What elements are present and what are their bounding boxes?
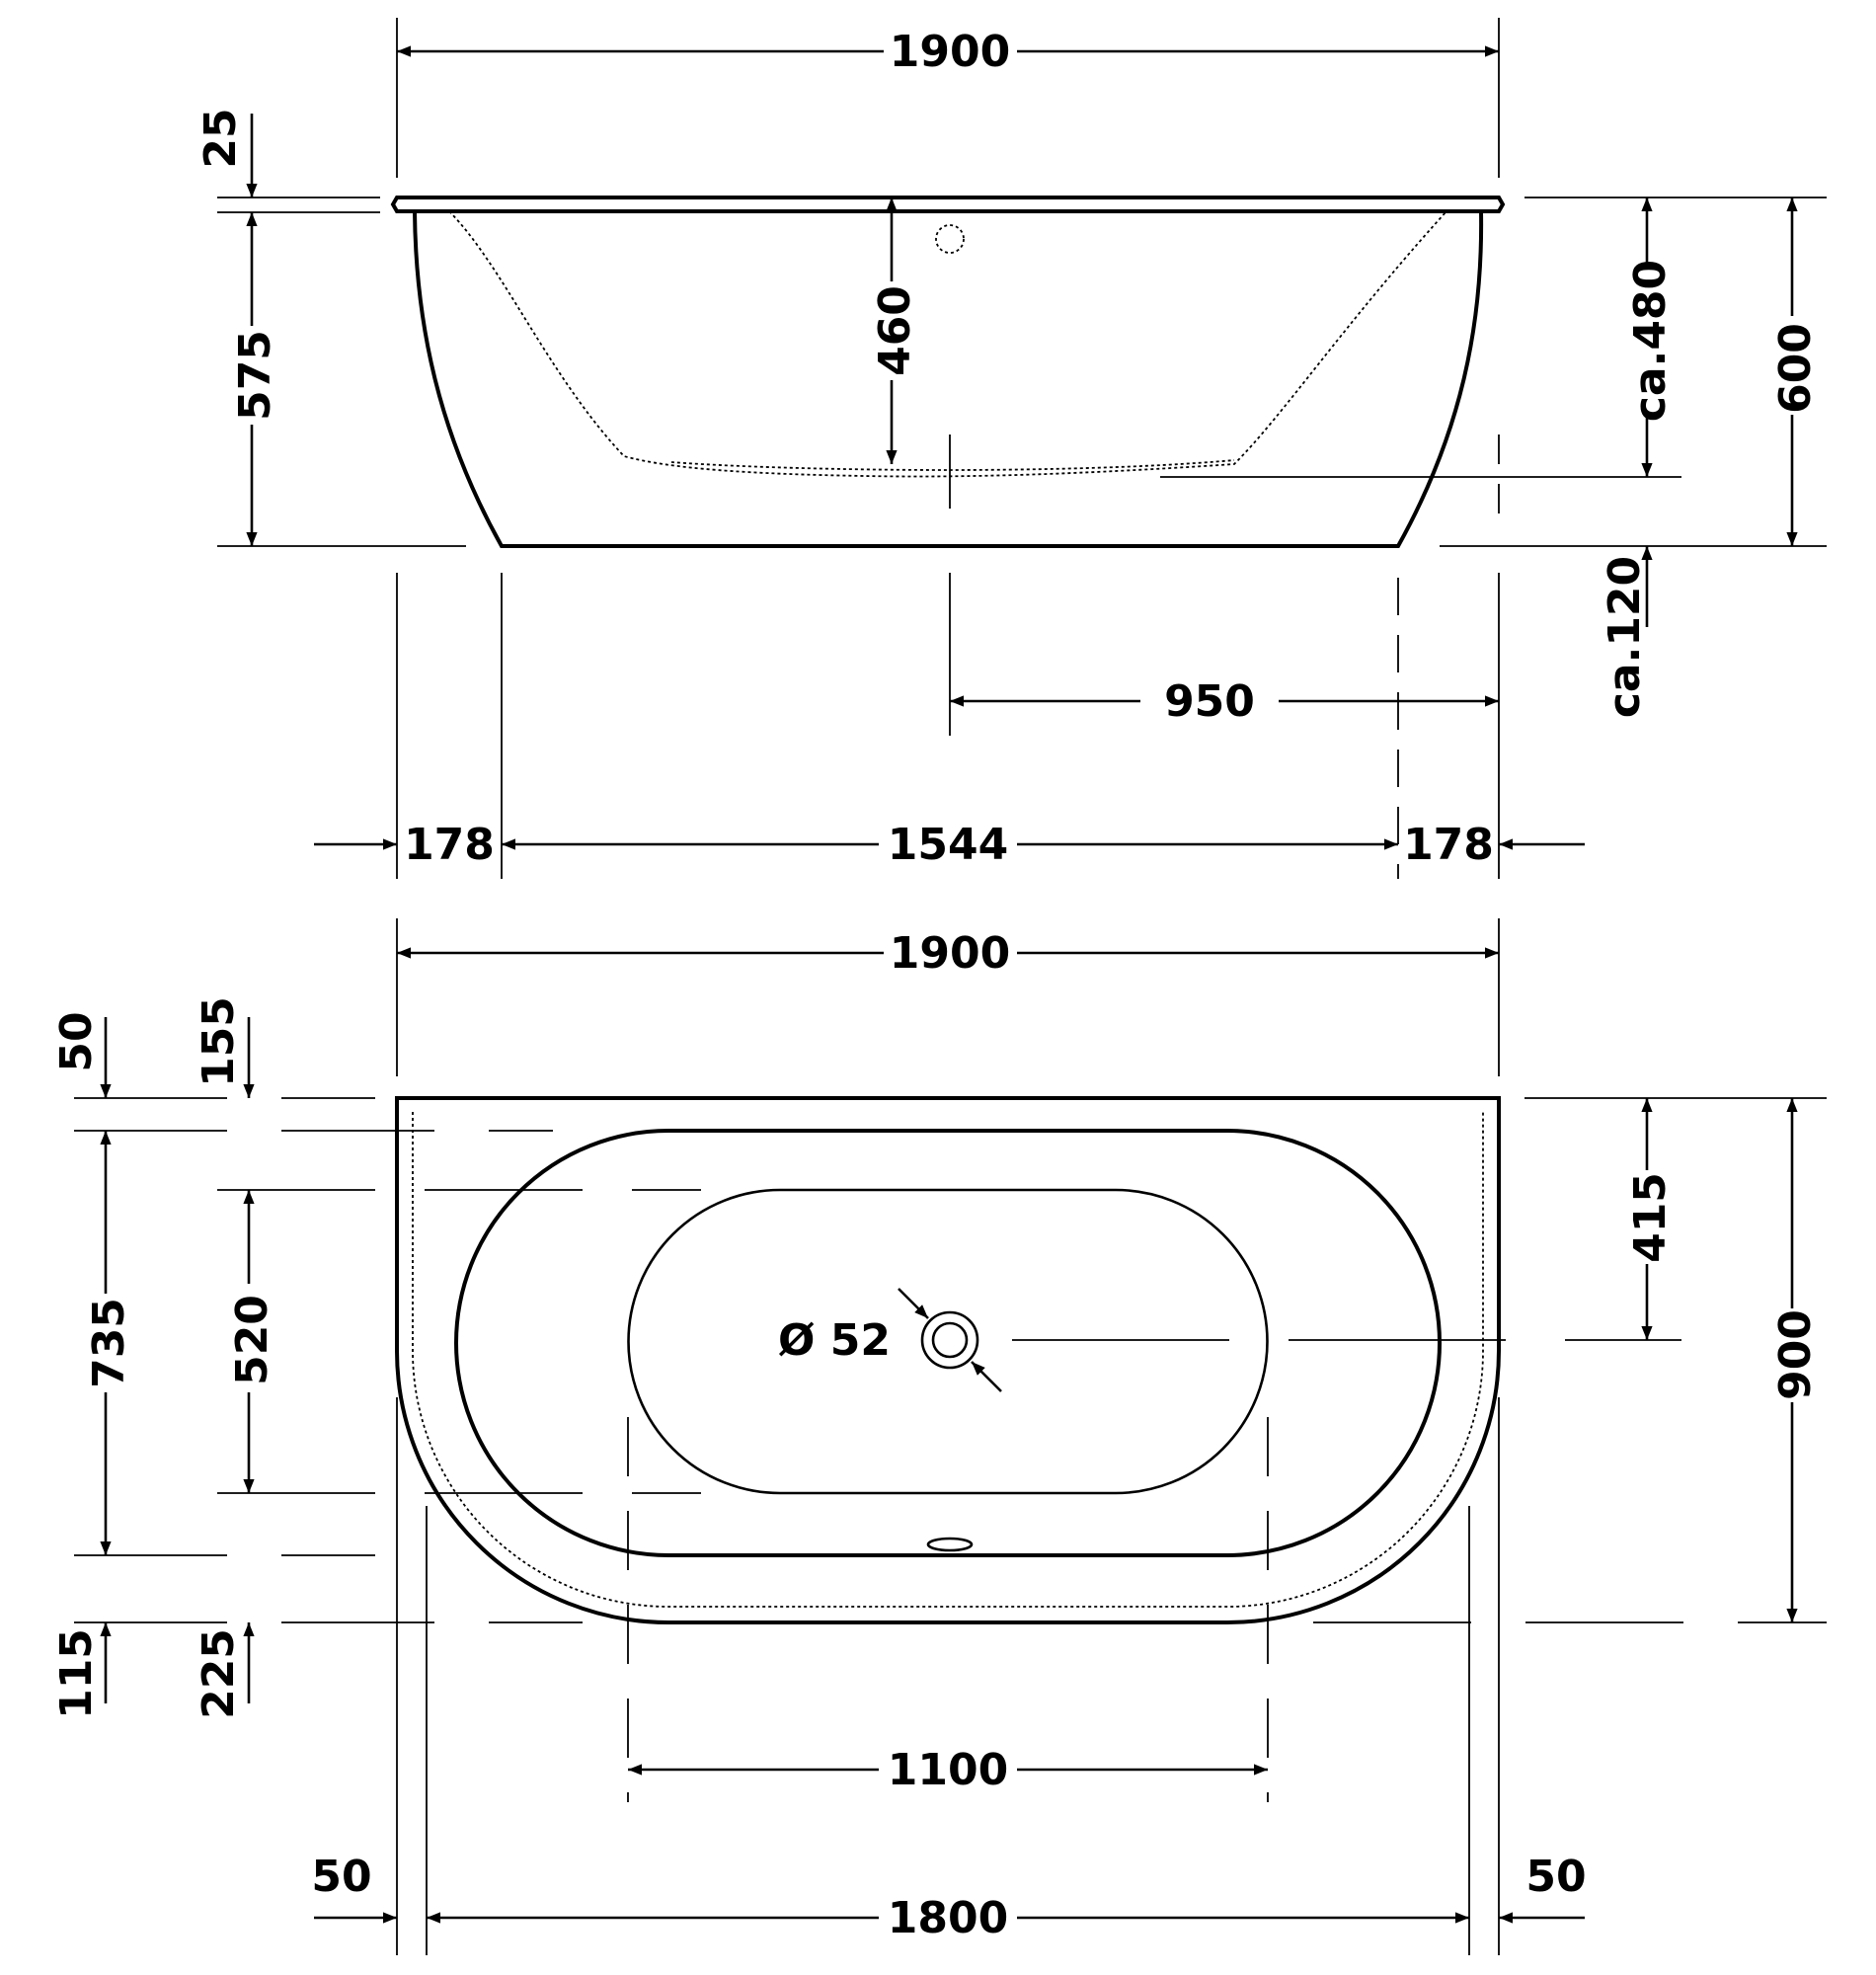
side-foot-height-label: ca.120 bbox=[1600, 556, 1650, 718]
side-view: 1900 25 575 460 ca.480 600 ca.120 950 17… bbox=[195, 18, 1827, 879]
overflow-opening bbox=[926, 1537, 974, 1552]
plan-extension-lines bbox=[74, 918, 1827, 1955]
plan-tub-outline bbox=[395, 1096, 1501, 1624]
plan-dimension-lines bbox=[100, 947, 1798, 1924]
side-dimension-lines bbox=[246, 45, 1798, 850]
plan-drain-position-label: 415 bbox=[1625, 1172, 1676, 1263]
drain-icon bbox=[898, 1288, 1002, 1392]
plan-right-wall-label: 50 bbox=[1525, 1852, 1586, 1902]
side-drain-offset-label: 950 bbox=[1164, 676, 1255, 727]
plan-view: 1900 50 155 735 520 115 225 415 900 Ø 52… bbox=[51, 918, 1827, 1955]
plan-bottom-offset-2-label: 225 bbox=[194, 1628, 244, 1719]
plan-left-wall-label: 50 bbox=[311, 1852, 371, 1902]
overflow-icon bbox=[935, 224, 965, 254]
plan-inner-length-label: 1800 bbox=[888, 1893, 1008, 1943]
side-water-depth-label: 460 bbox=[870, 285, 920, 376]
plan-top-offset-1-label: 50 bbox=[51, 1011, 102, 1071]
plan-overall-width-label: 900 bbox=[1770, 1309, 1821, 1400]
plan-floor-width-label: 520 bbox=[227, 1295, 277, 1385]
plan-bottom-offset-1-label: 115 bbox=[51, 1628, 102, 1719]
plan-inner-width-label: 735 bbox=[84, 1298, 134, 1388]
side-right-overhang-label: 178 bbox=[1403, 820, 1494, 870]
side-left-overhang-label: 178 bbox=[404, 820, 495, 870]
plan-drain-diameter-label: Ø 52 bbox=[778, 1315, 891, 1366]
plan-floor-length-label: 1100 bbox=[888, 1745, 1008, 1795]
side-extension-lines bbox=[217, 18, 1827, 879]
side-overall-length-label: 1900 bbox=[890, 27, 1010, 77]
side-inner-depth-label: ca.480 bbox=[1625, 260, 1676, 422]
side-dimension-labels: 1900 25 575 460 ca.480 600 ca.120 950 17… bbox=[195, 27, 1821, 870]
side-depth-label: 575 bbox=[230, 330, 280, 421]
side-tub-outline bbox=[390, 196, 1506, 548]
plan-top-offset-2-label: 155 bbox=[194, 996, 244, 1087]
side-overall-height-label: 600 bbox=[1770, 323, 1821, 414]
plan-overall-length-label: 1900 bbox=[890, 928, 1010, 979]
side-rim-thickness-label: 25 bbox=[195, 108, 246, 168]
plan-dimension-labels: 1900 50 155 735 520 115 225 415 900 Ø 52… bbox=[51, 928, 1821, 1943]
side-base-length-label: 1544 bbox=[888, 820, 1008, 870]
